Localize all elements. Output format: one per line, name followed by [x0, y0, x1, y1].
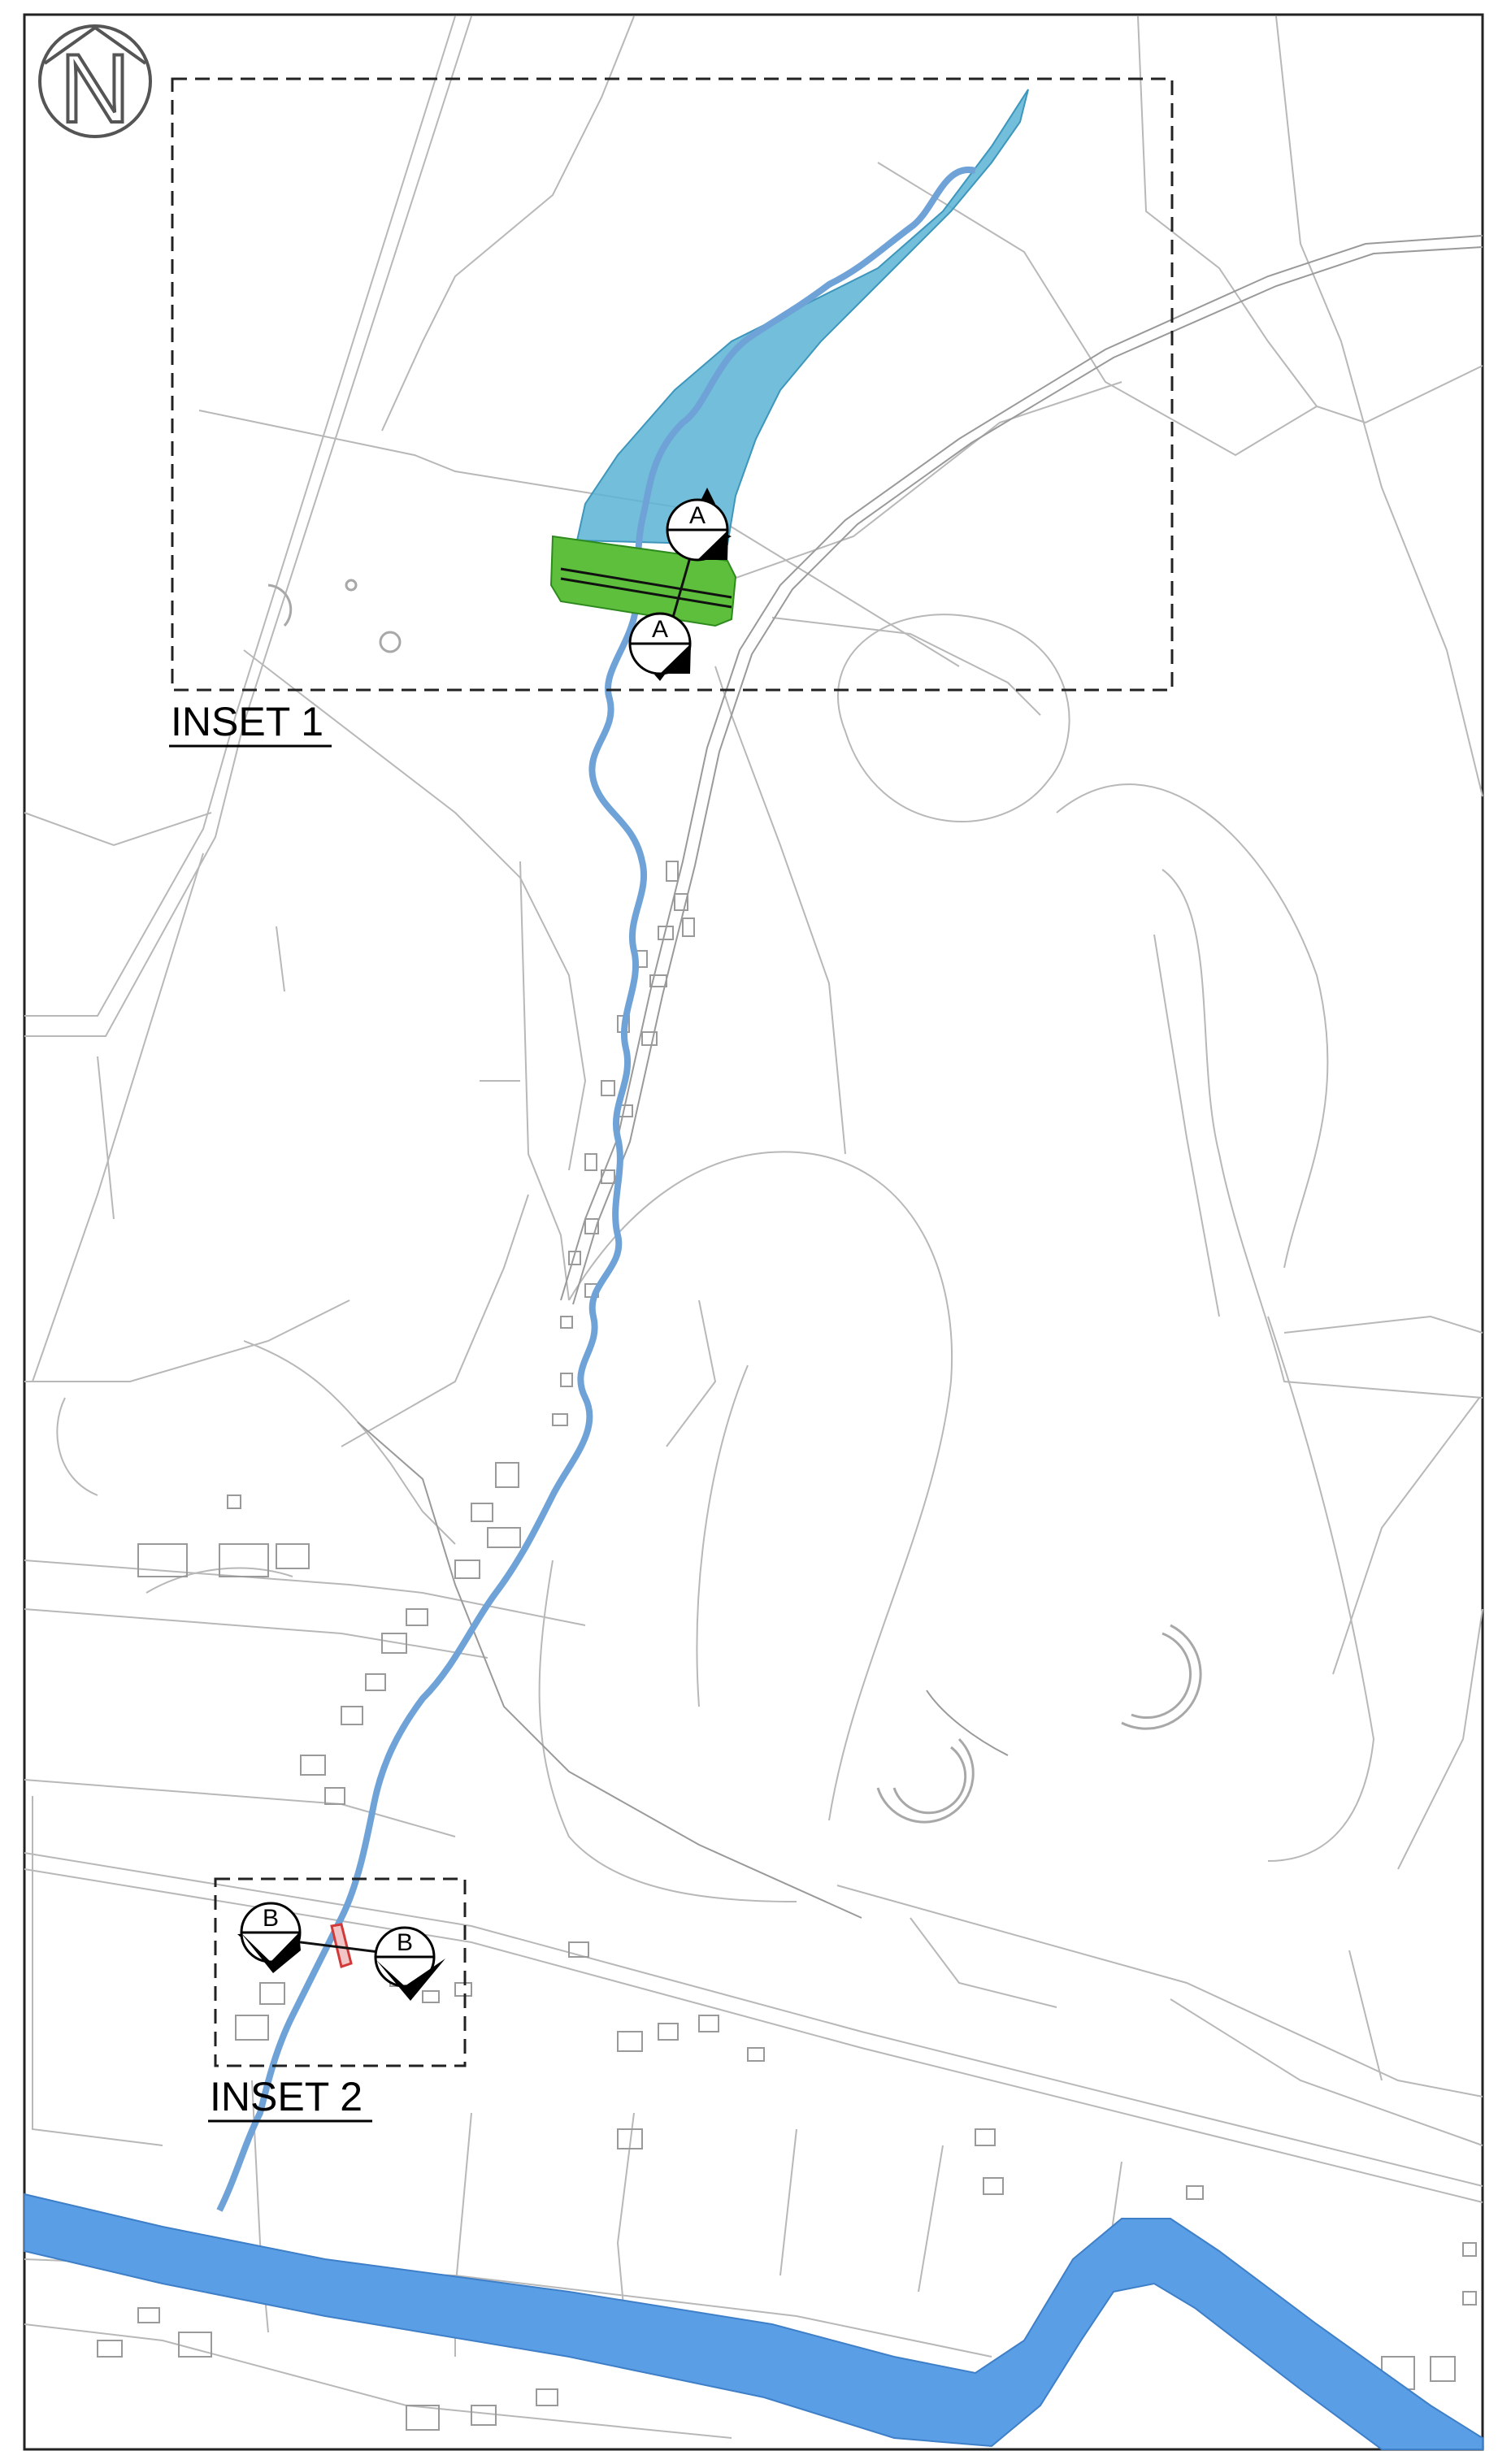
embankment-hatch: [560, 567, 732, 609]
inset-2-label: INSET 2: [210, 2074, 363, 2119]
inset-2-box: [214, 1877, 467, 2067]
river-channel: [24, 2193, 1483, 2450]
svg-text:B: B: [263, 1905, 279, 1932]
svg-text:A: A: [652, 616, 668, 643]
ring-earthworks: [267, 579, 1202, 1824]
svg-text:B: B: [397, 1929, 413, 1956]
section-marker-a-upper: A: [666, 488, 732, 562]
section-marker-b-right: B: [374, 1926, 445, 2001]
north-arrow: N: [38, 24, 152, 145]
main-road: [357, 235, 1483, 1919]
inset-1-label: INSET 1: [171, 699, 323, 744]
stream: [216, 166, 976, 2212]
inset-1-box: [171, 77, 1174, 692]
north-arrow-letter: N: [60, 34, 131, 143]
flood-storage-area: [575, 89, 1029, 546]
culvert: [330, 1923, 353, 1968]
svg-text:A: A: [689, 502, 706, 529]
section-marker-a-lower: A: [628, 612, 692, 681]
section-marker-b-left: B: [237, 1902, 302, 1973]
